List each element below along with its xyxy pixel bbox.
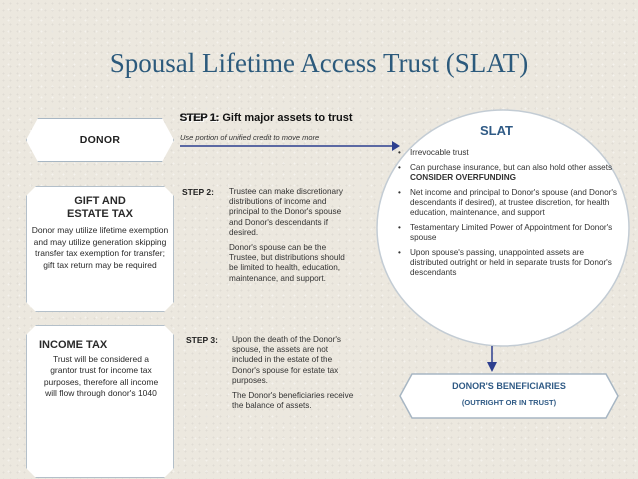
beneficiaries-title: DONOR'S BENEFICIARIES <box>452 381 566 391</box>
income-tax-card: INCOME TAX Trust will be considered a gr… <box>26 325 174 478</box>
slat-item: •Irrevocable trust <box>398 148 469 157</box>
donor-label: DONOR <box>79 134 121 146</box>
gift-title-line1: GIFT AND <box>74 195 126 207</box>
slat-item-emphasis: CONSIDER OVERFUNDING <box>410 173 516 183</box>
step2-tag: STEP 2: <box>182 187 214 197</box>
donor-box: DONOR <box>26 118 174 162</box>
step2-body: Trustee can make discretionary distribut… <box>229 187 355 289</box>
step3-body: Upon the death of the Donor's spouse, th… <box>232 335 358 416</box>
step3-paragraph: The Donor's beneficiaries receive the ba… <box>232 391 354 411</box>
step2-paragraph: Trustee can make discretionary distribut… <box>229 187 343 237</box>
bullet-icon: • <box>398 248 401 258</box>
bullet-icon: • <box>398 223 401 233</box>
income-tax-title: INCOME TAX <box>39 339 108 351</box>
bullet-icon: • <box>398 188 401 198</box>
gift-estate-tax-card: GIFT AND ESTATE TAX Donor may utilize li… <box>26 186 174 312</box>
gift-title-line2: ESTATE TAX <box>67 208 133 220</box>
beneficiaries-arrow-head <box>487 362 497 372</box>
slat-item: •Net income and principal to Donor's spo… <box>398 188 618 217</box>
slat-item: •Upon spouse's passing, unappointed asse… <box>398 248 612 277</box>
slat-title: SLAT <box>480 123 513 138</box>
step1-tag: STEP 1: <box>180 112 220 124</box>
slat-item: •Can purchase insurance, but can also ho… <box>398 163 613 183</box>
step1-text: Gift major assets to trust <box>222 112 353 124</box>
bullet-icon: • <box>398 148 401 157</box>
gift-estate-tax-title: GIFT AND ESTATE TAX <box>27 195 173 221</box>
slat-item: •Testamentary Limited Power of Appointme… <box>398 223 613 243</box>
income-tax-body: Trust will be considered a grantor trust… <box>43 354 159 398</box>
step1-subtext: Use portion of unified credit to move mo… <box>180 133 320 142</box>
gift-estate-tax-body: Donor may utilize lifetime exemption and… <box>31 225 169 270</box>
bullet-icon: • <box>398 163 401 173</box>
step3-paragraph: Upon the death of the Donor's spouse, th… <box>232 335 341 385</box>
slat-feature-list: •Irrevocable trust •Can purchase insuran… <box>398 148 623 283</box>
beneficiaries-subtitle: (OUTRIGHT OR IN TRUST) <box>461 398 557 407</box>
page-title: Spousal Lifetime Access Trust (SLAT) <box>109 48 529 78</box>
beneficiaries-box <box>399 373 619 419</box>
step3-tag: STEP 3: <box>186 335 218 345</box>
slat-circle <box>376 109 630 347</box>
step2-paragraph: Donor's spouse can be the Trustee, but d… <box>229 243 345 283</box>
step1-arrow-head <box>392 141 400 151</box>
step1-heading: STEP 1: Gift major assets to trust <box>180 112 353 124</box>
